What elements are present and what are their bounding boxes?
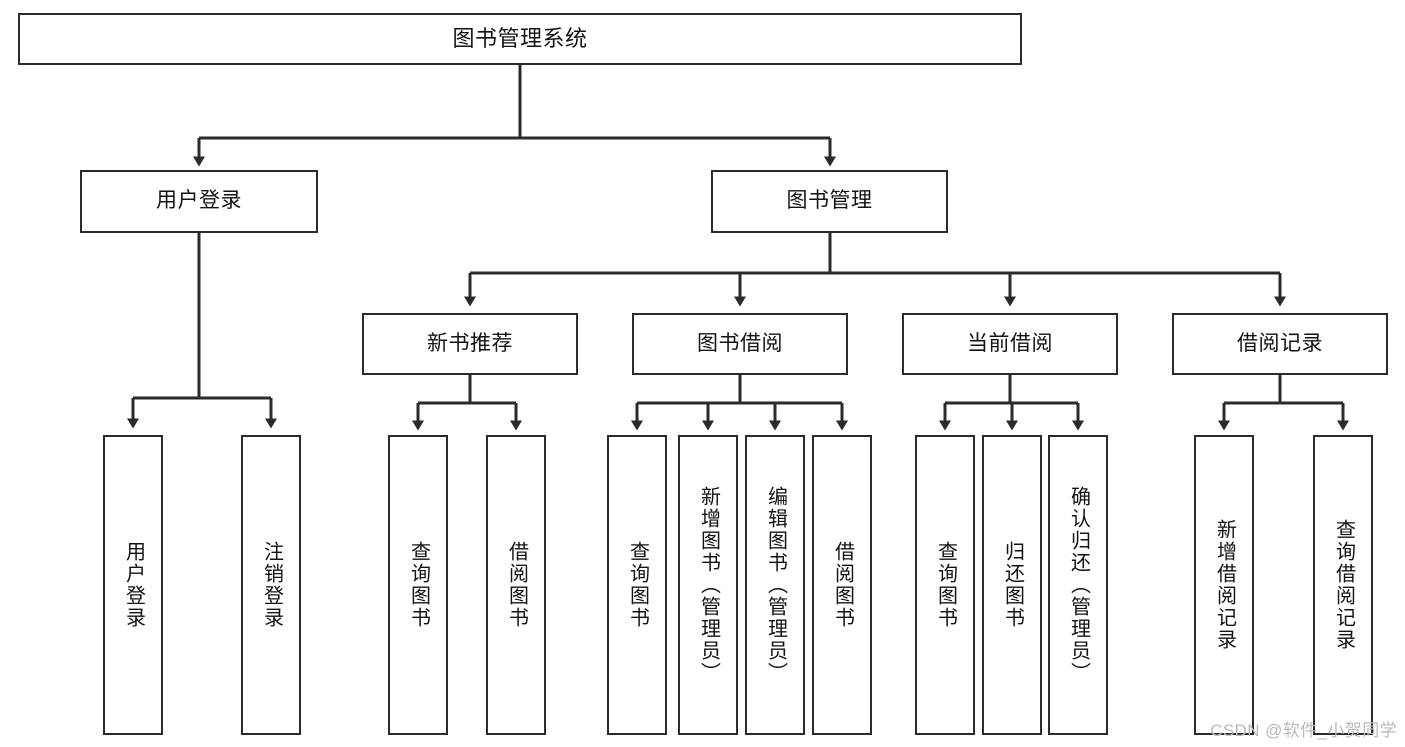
- node-leaf-user-login-label: 用户登录: [122, 541, 145, 629]
- node-leaf-query-book-2-label: 查询图书: [626, 541, 649, 629]
- node-leaf-confirm-return-admin-label: 确认归还（管理员）: [1067, 486, 1090, 684]
- node-root[interactable]: 图书管理系统: [18, 13, 1022, 65]
- node-new-book-recommend[interactable]: 新书推荐: [362, 313, 578, 375]
- node-leaf-user-login[interactable]: 用户登录: [103, 435, 163, 735]
- node-leaf-add-borrow-record[interactable]: 新增借阅记录: [1194, 435, 1254, 735]
- node-leaf-query-borrow-record-label: 查询借阅记录: [1332, 519, 1355, 651]
- node-new-book-recommend-label: 新书推荐: [427, 331, 513, 355]
- node-current-borrow-label: 当前借阅: [967, 331, 1053, 355]
- node-leaf-return-book-label: 归还图书: [1001, 541, 1024, 629]
- node-leaf-confirm-return-admin[interactable]: 确认归还（管理员）: [1048, 435, 1108, 735]
- node-user-login[interactable]: 用户登录: [80, 170, 318, 233]
- node-leaf-edit-book-admin[interactable]: 编辑图书（管理员）: [745, 435, 805, 735]
- node-leaf-user-logout-label: 注销登录: [260, 541, 283, 629]
- node-leaf-user-logout[interactable]: 注销登录: [241, 435, 301, 735]
- node-leaf-add-book-admin-label: 新增图书（管理员）: [697, 486, 720, 684]
- node-root-label: 图书管理系统: [452, 26, 588, 52]
- node-leaf-edit-book-admin-label: 编辑图书（管理员）: [764, 486, 787, 684]
- node-current-borrow[interactable]: 当前借阅: [902, 313, 1118, 375]
- node-book-manage-label: 图书管理: [786, 189, 873, 213]
- node-leaf-query-book-3[interactable]: 查询图书: [915, 435, 975, 735]
- node-leaf-borrow-book-1-label: 借阅图书: [505, 541, 528, 629]
- node-leaf-borrow-book-2-label: 借阅图书: [831, 541, 854, 629]
- node-leaf-borrow-book-1[interactable]: 借阅图书: [486, 435, 546, 735]
- watermark: CSDN @软件_小贺同学: [1210, 721, 1397, 740]
- node-leaf-return-book[interactable]: 归还图书: [982, 435, 1042, 735]
- node-leaf-query-book-2[interactable]: 查询图书: [607, 435, 667, 735]
- node-leaf-borrow-book-2[interactable]: 借阅图书: [812, 435, 872, 735]
- node-book-borrow[interactable]: 图书借阅: [632, 313, 848, 375]
- node-user-login-label: 用户登录: [156, 189, 242, 213]
- node-leaf-query-borrow-record[interactable]: 查询借阅记录: [1313, 435, 1373, 735]
- node-book-borrow-label: 图书借阅: [697, 331, 783, 355]
- node-leaf-query-book-3-label: 查询图书: [934, 541, 957, 629]
- node-book-manage[interactable]: 图书管理: [711, 170, 948, 233]
- node-leaf-add-borrow-record-label: 新增借阅记录: [1213, 519, 1236, 651]
- node-borrow-record-label: 借阅记录: [1237, 331, 1323, 355]
- node-leaf-add-book-admin[interactable]: 新增图书（管理员）: [678, 435, 738, 735]
- node-borrow-record[interactable]: 借阅记录: [1172, 313, 1388, 375]
- node-leaf-query-book-1[interactable]: 查询图书: [388, 435, 448, 735]
- node-leaf-query-book-1-label: 查询图书: [407, 541, 430, 629]
